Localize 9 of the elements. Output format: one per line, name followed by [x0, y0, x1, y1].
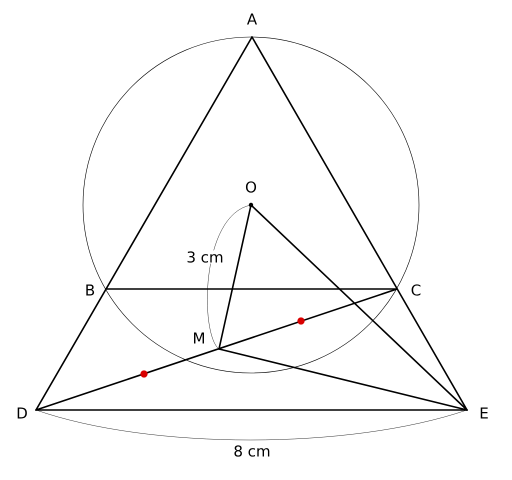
point-label: E — [480, 408, 488, 418]
point-label: C — [412, 284, 420, 296]
point-label: D — [18, 408, 27, 418]
point-label: B — [86, 284, 94, 296]
dimension-label: 3 cm — [185, 250, 225, 264]
point-label: A — [246, 14, 257, 24]
dimension-label: 8 cm — [232, 444, 272, 458]
point-label: M — [194, 332, 204, 344]
point-label: O — [246, 181, 256, 193]
